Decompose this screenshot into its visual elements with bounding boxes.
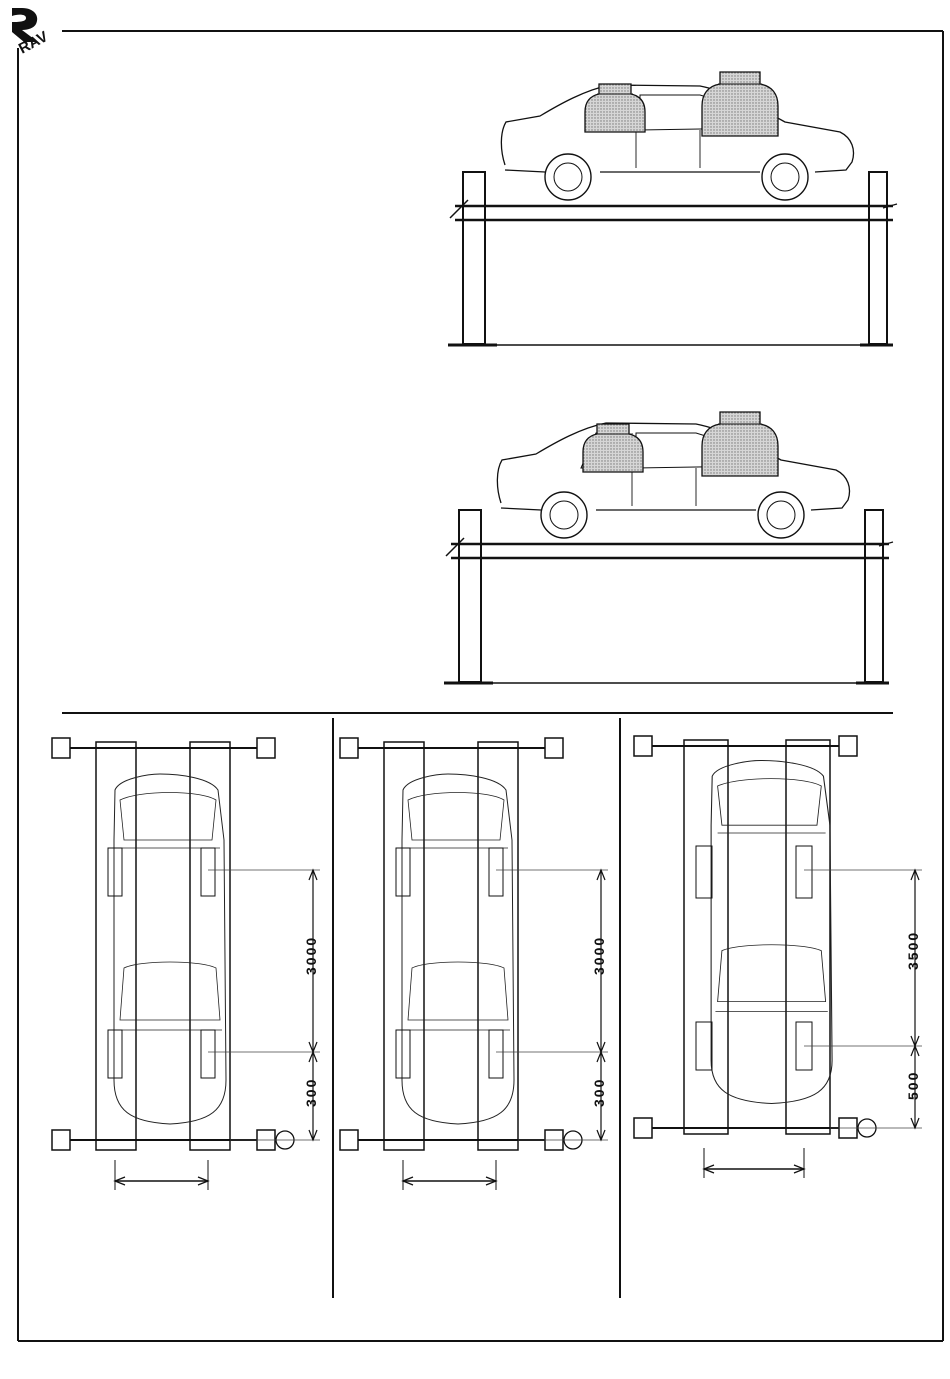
car-side-icon [501, 85, 853, 200]
lift-side-view-2 [444, 412, 893, 683]
dimension-upper: 3000 [303, 936, 319, 975]
car-top-icon [114, 774, 226, 1124]
lift-side-view-1 [448, 72, 897, 345]
plan-view-left: 3000 300 [52, 738, 320, 1190]
dimension-lower: 300 [303, 1078, 319, 1107]
lift-side-frame [448, 172, 897, 345]
plan-view-right: 3500 500 [634, 736, 922, 1178]
plan-view-middle: 3000 300 [340, 738, 608, 1190]
weight-icon [583, 424, 643, 472]
weight-icon [702, 72, 778, 136]
car-top-icon [711, 761, 832, 1104]
car-side-icon [497, 423, 849, 538]
dimension-upper: 3000 [591, 936, 607, 975]
car-top-icon [402, 774, 514, 1124]
dimension-lower: 300 [591, 1078, 607, 1107]
dimension-lower: 500 [905, 1071, 921, 1100]
dimension-upper: 3500 [905, 931, 921, 970]
weight-icon [702, 412, 778, 476]
lift-side-frame [444, 510, 893, 683]
weight-icon [585, 84, 645, 132]
